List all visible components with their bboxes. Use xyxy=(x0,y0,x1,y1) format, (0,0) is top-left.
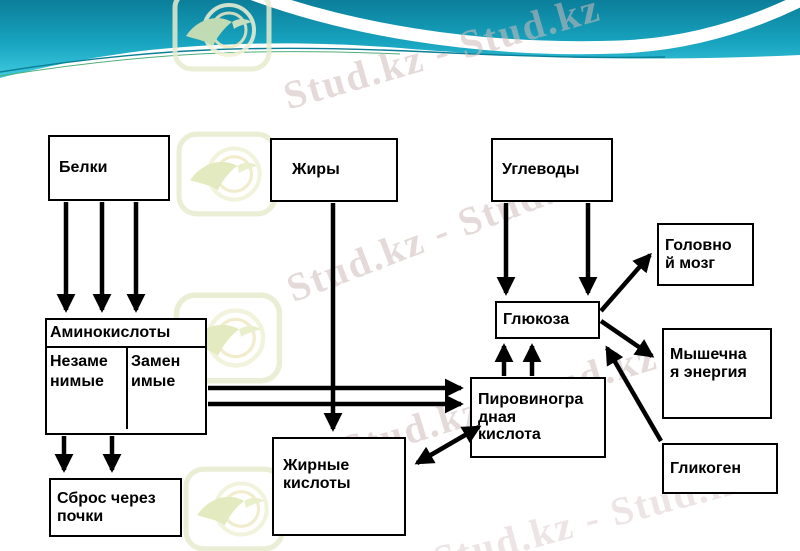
node-myshechnaya-energiya: Мышечна я энергия xyxy=(662,328,772,419)
node-nezamenimye: Незаме нимые xyxy=(47,348,128,429)
arrow-glikogen-glyukoza xyxy=(605,345,663,443)
node-golovnoy-mozg: Головно й мозг xyxy=(657,223,754,286)
banner-white-swoosh xyxy=(250,0,800,55)
arrow-glyukoza-myshechnaya xyxy=(599,319,655,358)
node-sbros-cherez-pochki: Сброс через почки xyxy=(49,478,182,537)
node-aminokisloty-group: Аминокислоты Незаме нимые Замен имые xyxy=(45,318,207,435)
node-glyukoza: Глюкоза xyxy=(495,301,600,339)
node-belki: Белки xyxy=(48,135,170,201)
node-glikogen: Гликоген xyxy=(662,443,778,494)
header-wave-banner xyxy=(0,0,800,78)
banner-thin-line xyxy=(0,47,666,73)
node-uglevody: Углеводы xyxy=(491,138,613,202)
hummingbird-logo xyxy=(183,466,285,551)
node-zhirnye-kisloty: Жирные кислоты xyxy=(272,437,406,536)
hummingbird-logo xyxy=(176,130,278,218)
node-zamenimye: Замен имые xyxy=(131,353,181,390)
arrow-glyukoza-golovnoy-mozg xyxy=(599,252,652,313)
node-zhiry: Жиры xyxy=(270,138,398,202)
node-aminokisloty: Аминокислоты xyxy=(47,320,205,348)
node-pirovinogradnaya-kislota: Пировиногра дная кислота xyxy=(470,377,606,458)
